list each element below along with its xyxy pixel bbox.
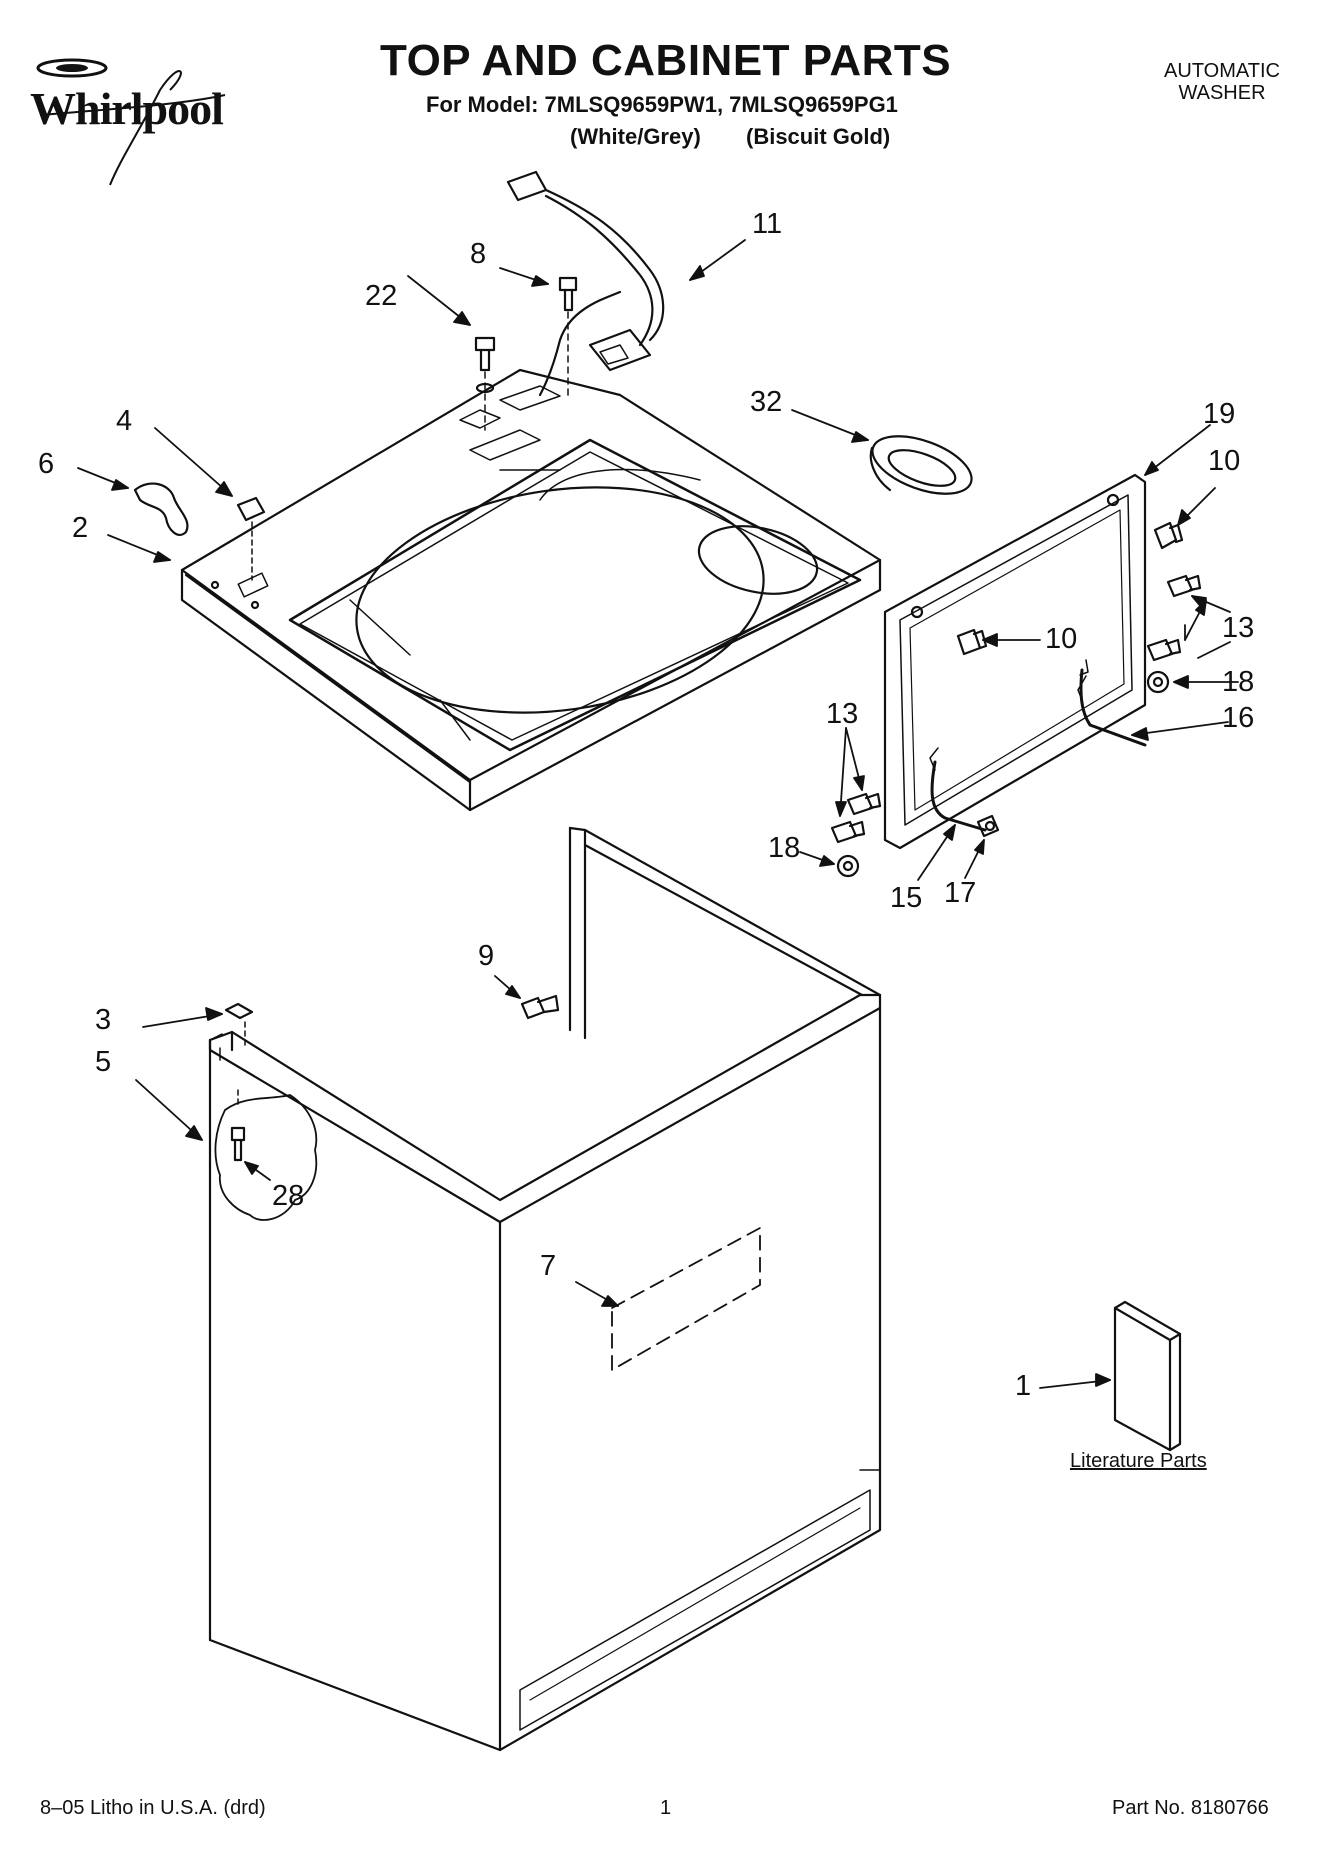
- spacer-18-right: [1146, 670, 1170, 694]
- footer-litho: 8–05 Litho in U.S.A. (drd): [40, 1797, 266, 1819]
- literature-parts-label: Literature Parts: [1070, 1450, 1207, 1472]
- appliance-type-line2: WASHER: [1178, 82, 1266, 104]
- bleach-dispenser: [869, 435, 973, 495]
- callout-1: 1: [1015, 1370, 1032, 1402]
- callout-22: 22: [365, 280, 398, 312]
- callout-19: 19: [1203, 398, 1236, 430]
- screw-22: [474, 336, 496, 431]
- callout-18-left: 18: [768, 832, 801, 864]
- callout-3: 3: [95, 1004, 112, 1036]
- screws-13-right: [1146, 574, 1202, 662]
- callout-8: 8: [470, 238, 487, 270]
- screws-13-left: [830, 792, 882, 844]
- callout-28: 28: [272, 1180, 305, 1212]
- callout-11: 11: [752, 208, 783, 240]
- callout-10-left: 10: [1045, 623, 1078, 655]
- callout-32: 32: [750, 386, 783, 418]
- callout-7: 7: [540, 1250, 557, 1282]
- model-line: For Model: 7MLSQ9659PW1, 7MLSQ9659PG1: [426, 92, 898, 117]
- callout-10-right: 10: [1208, 445, 1241, 477]
- cabinet: [208, 826, 882, 1752]
- logo-swirl: [36, 58, 226, 186]
- screw-8: [558, 276, 578, 401]
- callout-9: 9: [478, 940, 495, 972]
- callout-16: 16: [1222, 702, 1255, 734]
- callout-15: 15: [890, 882, 923, 914]
- leader-arrows: [77, 239, 1239, 1389]
- page-title: TOP AND CABINET PARTS: [380, 36, 952, 85]
- callout-4: 4: [116, 405, 133, 437]
- hinge-rod-15: [929, 747, 987, 832]
- callout-6: 6: [38, 448, 55, 480]
- bushing-17: [976, 814, 1000, 838]
- brand-name: Whirlpool: [30, 83, 224, 134]
- callout-13-right: 13: [1222, 612, 1255, 644]
- footer-part-number: Part No. 8180766: [1112, 1797, 1269, 1819]
- whirlpool-logo: Whirlpool: [20, 50, 260, 200]
- bracket-4: [236, 496, 266, 581]
- callout-5: 5: [95, 1046, 112, 1078]
- literature-booklet: [1113, 1300, 1182, 1452]
- top-panel: [180, 368, 882, 812]
- screw-9: [520, 994, 560, 1020]
- callout-13-left: 13: [826, 698, 859, 730]
- footer-page-number: 1: [660, 1797, 672, 1819]
- callout-2: 2: [72, 512, 89, 544]
- callout-17: 17: [944, 877, 977, 909]
- appliance-type-line1: AUTOMATIC: [1164, 60, 1280, 82]
- spacer-18-left: [836, 854, 860, 878]
- bumper-10-left: [956, 628, 988, 656]
- color-biscuit-gold: (Biscuit Gold): [746, 124, 891, 149]
- callout-18-right: 18: [1222, 666, 1255, 698]
- lid: [883, 473, 1147, 850]
- hinge-rod-16: [1077, 659, 1147, 747]
- lid-switch-harness: [506, 170, 665, 397]
- wire-clip-6: [133, 482, 189, 536]
- appliance-type: AUTOMATIC WASHER: [1152, 60, 1292, 104]
- color-white-grey: (White/Grey): [570, 124, 701, 149]
- bumper-10-right: [1153, 521, 1184, 550]
